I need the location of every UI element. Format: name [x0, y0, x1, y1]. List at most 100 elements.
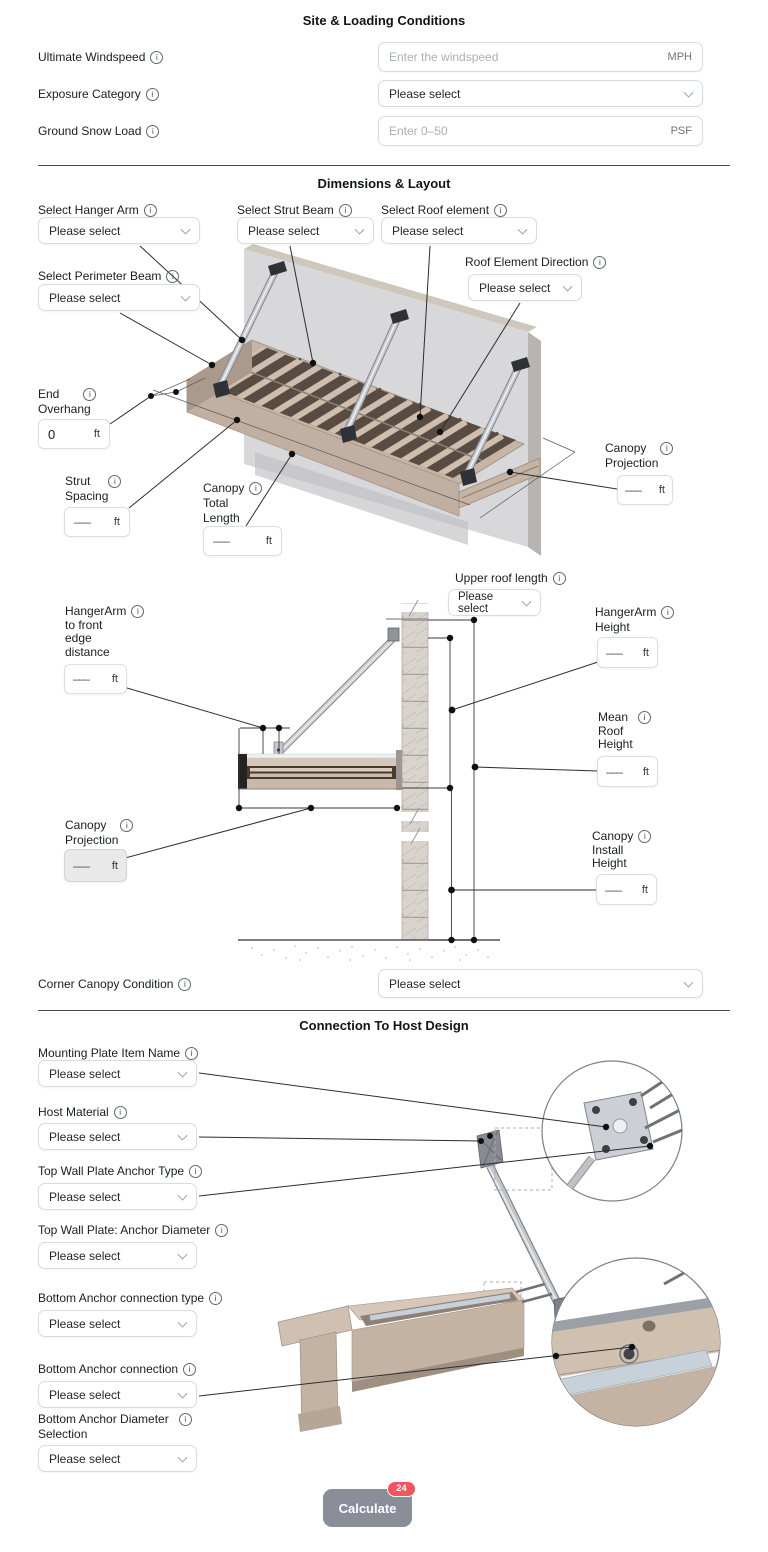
bottom-anchor-diameter-select[interactable]: Please select — [38, 1445, 197, 1472]
chevron-down-icon — [517, 224, 528, 235]
info-icon[interactable]: i — [150, 51, 164, 64]
strut-beam-select[interactable]: Please select — [237, 217, 374, 244]
strut-spacing-input[interactable]: –––ft — [64, 507, 130, 537]
dims-section-title: Dimensions & Layout — [317, 176, 451, 191]
info-icon[interactable]: i — [660, 442, 674, 455]
bottom-anchor-type-select[interactable]: Please select — [38, 1310, 197, 1337]
info-icon[interactable]: i — [185, 1047, 199, 1060]
canopy-3d-figure — [109, 244, 618, 556]
info-icon[interactable]: i — [249, 482, 263, 495]
chevron-down-icon — [180, 291, 191, 302]
chevron-down-icon — [521, 596, 532, 607]
canopy-install-height-input[interactable]: –––ft — [596, 874, 657, 905]
info-icon[interactable]: i — [593, 256, 607, 269]
site-section-title: Site & Loading Conditions — [302, 13, 466, 28]
chevron-down-icon — [177, 1317, 188, 1328]
info-icon[interactable]: i — [178, 1413, 192, 1426]
canopy-projection-input[interactable]: –––ft — [617, 475, 673, 505]
info-icon[interactable]: i — [338, 204, 352, 217]
info-icon[interactable]: i — [108, 475, 122, 488]
info-icon[interactable]: i — [638, 830, 652, 843]
chevron-down-icon — [683, 87, 694, 98]
section-divider — [38, 165, 730, 166]
roof-element-select[interactable]: Please select — [381, 217, 537, 244]
info-icon[interactable]: i — [143, 204, 157, 217]
chevron-down-icon — [177, 1249, 188, 1260]
info-icon[interactable]: i — [638, 711, 652, 724]
info-icon[interactable]: i — [189, 1165, 203, 1178]
chevron-down-icon — [180, 224, 191, 235]
chevron-down-icon — [562, 281, 573, 292]
info-icon[interactable]: i — [661, 606, 675, 619]
info-icon[interactable]: i — [113, 1106, 127, 1119]
info-icon[interactable]: i — [131, 605, 145, 618]
chevron-down-icon — [177, 1190, 188, 1201]
info-icon[interactable]: i — [83, 388, 97, 401]
section-divider — [38, 1010, 730, 1011]
top-anchor-type-select[interactable]: Please select — [38, 1183, 197, 1210]
info-icon[interactable]: i — [552, 572, 566, 585]
hanger-arm-struts — [213, 261, 530, 486]
host-material-select[interactable]: Please select — [38, 1123, 197, 1150]
info-icon[interactable]: i — [183, 1363, 197, 1376]
roof-direction-select[interactable]: Please select — [468, 274, 582, 301]
corner-canopy-select[interactable]: Please select — [378, 969, 703, 998]
section-view-figure — [124, 599, 599, 961]
top-anchor-diameter-select[interactable]: Please select — [38, 1242, 197, 1269]
upper-roof-length-select[interactable]: Please select — [448, 589, 541, 616]
exposure-select[interactable]: Please select — [378, 80, 703, 107]
chevron-down-icon — [683, 977, 694, 988]
info-icon[interactable]: i — [494, 204, 508, 217]
info-icon[interactable]: i — [146, 125, 160, 138]
chevron-down-icon — [177, 1388, 188, 1399]
perimeter-beam-select[interactable]: Please select — [38, 284, 200, 311]
error-count-badge: 24 — [387, 1481, 416, 1497]
hangerarm-height-input[interactable]: –––ft — [597, 637, 658, 668]
chevron-down-icon — [354, 224, 365, 235]
canopy-total-length-input[interactable]: –––ft — [203, 526, 282, 556]
chevron-down-icon — [177, 1067, 188, 1078]
info-icon[interactable]: i — [120, 819, 134, 832]
info-icon[interactable]: i — [178, 978, 192, 991]
info-icon[interactable]: i — [215, 1224, 229, 1237]
hanger-arm-select[interactable]: Please select — [38, 217, 200, 244]
bottom-anchor-conn-select[interactable]: Please select — [38, 1381, 197, 1408]
mounting-plate-select[interactable]: Please select — [38, 1060, 197, 1087]
info-icon[interactable]: i — [145, 88, 159, 101]
calculate-button[interactable]: Calculate 24 — [323, 1481, 416, 1527]
mean-roof-height-input[interactable]: –––ft — [597, 756, 658, 787]
canopy-projection-side-input[interactable]: –––ft — [64, 849, 127, 882]
info-icon[interactable]: i — [209, 1292, 223, 1305]
hangerarm-front-input[interactable]: –––ft — [64, 664, 127, 694]
chevron-down-icon — [177, 1130, 188, 1141]
info-icon[interactable]: i — [166, 270, 180, 283]
